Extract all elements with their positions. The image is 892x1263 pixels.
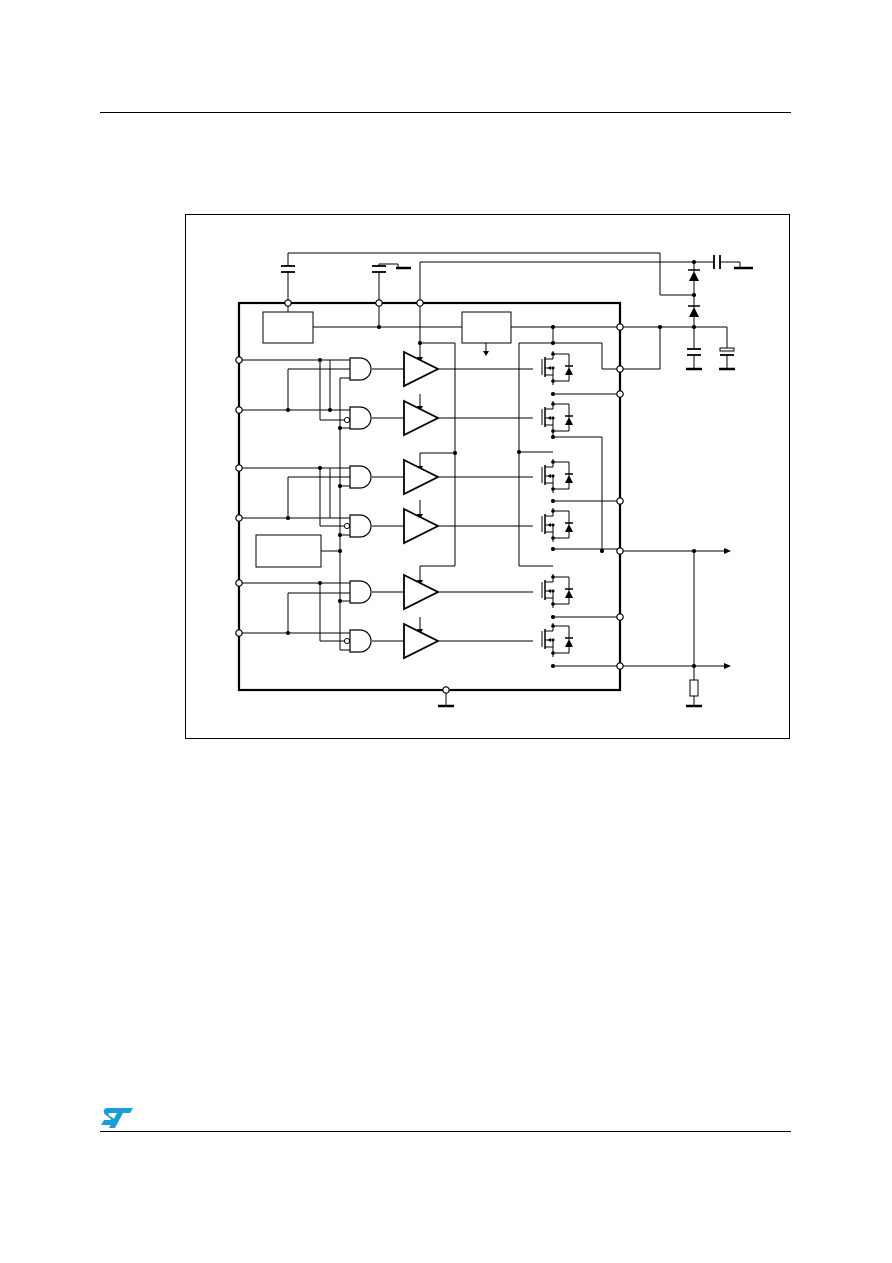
figure-frame	[185, 214, 790, 739]
st-logo-mark	[101, 1108, 133, 1128]
st-logo	[101, 1108, 133, 1128]
footer-rule	[100, 1131, 791, 1132]
header-rule	[100, 112, 791, 113]
